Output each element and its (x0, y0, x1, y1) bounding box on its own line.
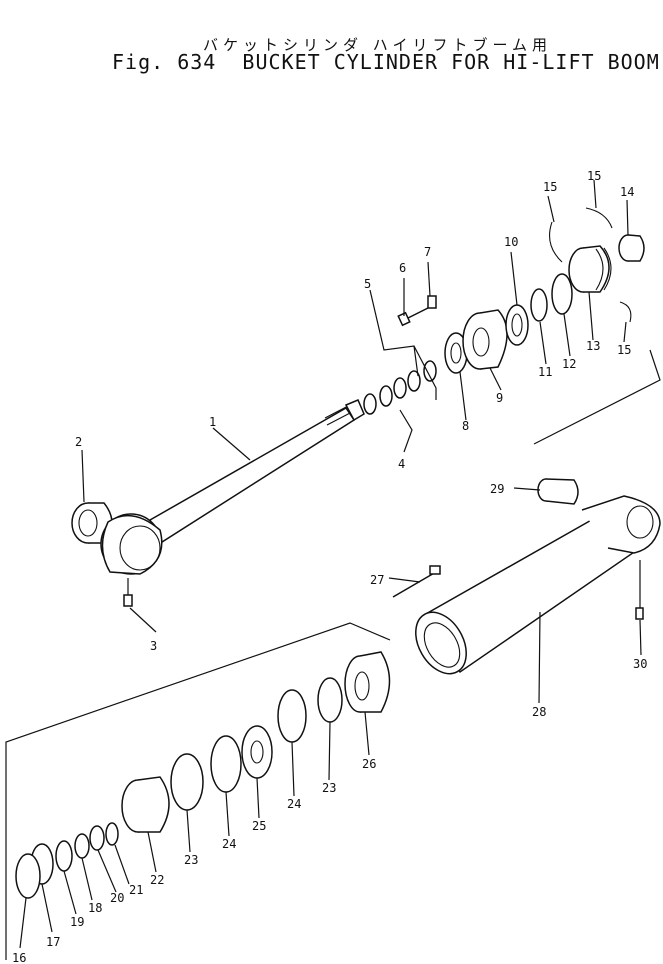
callout-16: 16 (12, 951, 26, 964)
callout-24b: 24 (222, 837, 236, 851)
part-17-16-rings (15, 843, 54, 899)
callout-7: 7 (424, 245, 431, 259)
part-27-bolt (392, 565, 441, 598)
part-30-grease-fitting (635, 560, 644, 620)
callout-9: 9 (496, 391, 503, 405)
part-11-12-rings (530, 273, 573, 322)
callout-12: 12 (562, 357, 576, 371)
callout-30: 30 (633, 657, 647, 671)
callout-23a: 23 (322, 781, 336, 795)
part-10-plate (505, 304, 529, 346)
callout-29: 29 (490, 482, 504, 496)
callout-23b: 23 (184, 853, 198, 867)
callout-14: 14 (620, 185, 634, 199)
callouts: 1 2 3 4 5 6 7 8 9 10 11 12 13 14 15 15 1… (12, 169, 647, 964)
callout-22: 22 (150, 873, 164, 887)
callout-10: 10 (504, 235, 518, 249)
callout-27: 27 (370, 573, 384, 587)
callout-11: 11 (538, 365, 552, 379)
callout-21: 21 (129, 883, 143, 897)
callout-17: 17 (46, 935, 60, 949)
callout-6: 6 (399, 261, 406, 275)
part-15-rings (549, 207, 632, 323)
callout-15b: 15 (587, 169, 601, 183)
part-13-piston (568, 245, 612, 293)
title-japanese: バケットシリンダ ハイリフトブーム用 (203, 36, 553, 54)
part-25-plate (241, 725, 273, 779)
part-7-washer (427, 295, 437, 309)
callout-15a: 15 (543, 180, 557, 194)
part-3-grease-fitting (123, 578, 133, 607)
part-22-piston (121, 776, 170, 833)
callout-4: 4 (398, 457, 405, 471)
callout-3: 3 (150, 639, 157, 653)
part-1-piston-rod (100, 399, 365, 575)
part-21-20-19-18-rings (55, 822, 119, 872)
figure-label: Fig. 634 (112, 50, 217, 74)
part-9-head (462, 309, 508, 370)
part-8-plate (444, 332, 468, 374)
title-english: Fig. 634 BUCKET CYLINDER FOR HI-LIFT BOO… (112, 50, 660, 74)
callout-19: 19 (70, 915, 84, 929)
part-2-bushing (71, 502, 113, 544)
part-5-4-seals (363, 360, 437, 415)
title-text: BUCKET CYLINDER FOR HI-LIFT BOOM (242, 50, 660, 74)
bracket-upper (533, 349, 661, 445)
callout-24a: 24 (287, 797, 301, 811)
callout-13: 13 (586, 339, 600, 353)
part-29-bushing (537, 478, 579, 505)
part-24-ring-b (210, 735, 242, 793)
callout-25: 25 (252, 819, 266, 833)
part-6-bolt (397, 307, 429, 327)
part-14-bushing (618, 234, 645, 262)
callout-18: 18 (88, 901, 102, 915)
callout-15c: 15 (617, 343, 631, 357)
callout-8: 8 (462, 419, 469, 433)
part-28-cylinder-tube (415, 495, 661, 675)
callout-2: 2 (75, 435, 82, 449)
callout-28: 28 (532, 705, 546, 719)
part-26-head-cover (344, 651, 391, 713)
part-23-ring-b (170, 753, 204, 811)
leader-lines (19, 179, 642, 949)
callout-20: 20 (110, 891, 124, 905)
callout-26: 26 (362, 757, 376, 771)
part-24-ring (277, 689, 307, 743)
bracket-lower (5, 622, 391, 960)
callout-1: 1 (209, 415, 216, 429)
callout-5: 5 (364, 277, 371, 291)
part-23-ring (317, 677, 343, 723)
